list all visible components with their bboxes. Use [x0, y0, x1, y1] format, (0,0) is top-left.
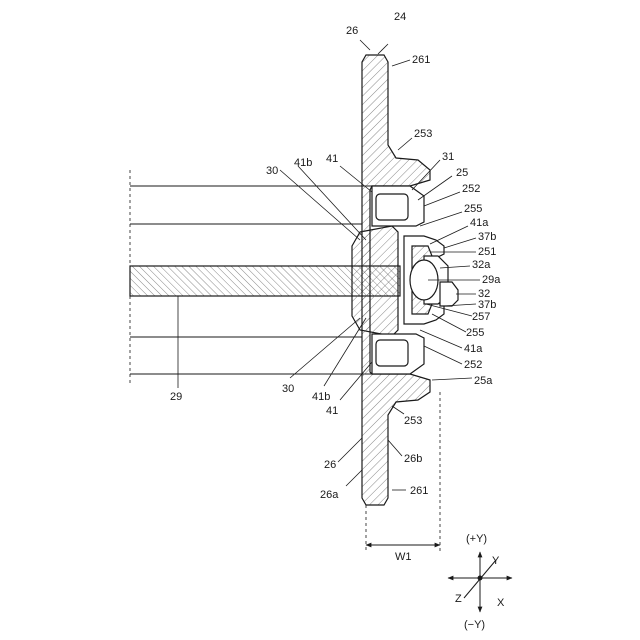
- axis-label-y: Y: [492, 555, 500, 567]
- label-25a: 25a: [474, 375, 493, 387]
- label-41a-top: 41a: [470, 217, 489, 229]
- fastener-head-32a: [440, 282, 458, 306]
- label-253-top: 253: [414, 128, 432, 140]
- label-252-top: 252: [462, 183, 480, 195]
- label-26a: 26a: [320, 489, 339, 501]
- label-29a: 29a: [482, 274, 501, 286]
- cap-41-top-inner: [376, 194, 408, 220]
- label-30-bottom: 30: [282, 383, 294, 395]
- label-30-top: 30: [266, 165, 278, 177]
- label-26b: 26b: [404, 453, 422, 465]
- cap-41-bottom-inner: [376, 340, 408, 366]
- axis-label-z: Z: [455, 593, 462, 605]
- label-41-top: 41: [326, 153, 338, 165]
- label-255-top: 255: [464, 203, 482, 215]
- label-261-top: 261: [412, 54, 430, 66]
- seal-30: [352, 226, 398, 336]
- axis-label-x: X: [497, 597, 505, 609]
- axis-label-minus-y: (−Y): [464, 619, 485, 631]
- label-41a-bottom: 41a: [464, 343, 483, 355]
- label-26-top: 26: [346, 25, 358, 37]
- label-41b-bottom: 41b: [312, 391, 330, 403]
- label-w1: W1: [395, 551, 412, 563]
- label-37b-top: 37b: [478, 231, 496, 243]
- label-251: 251: [478, 246, 496, 258]
- label-252-bottom: 252: [464, 359, 482, 371]
- label-25: 25: [456, 167, 468, 179]
- label-261-bottom: 261: [410, 485, 428, 497]
- label-255-bottom: 255: [466, 327, 484, 339]
- label-29: 29: [170, 391, 182, 403]
- label-37b-bottom: 37b: [478, 299, 496, 311]
- label-26-bottom: 26: [324, 459, 336, 471]
- label-31: 31: [442, 151, 454, 163]
- label-257: 257: [472, 311, 490, 323]
- label-32a: 32a: [472, 259, 491, 271]
- label-253-bottom: 253: [404, 415, 422, 427]
- axis-label-plus-y: (+Y): [466, 533, 487, 545]
- label-41b-top: 41b: [294, 157, 312, 169]
- label-24: 24: [394, 11, 406, 23]
- label-41-bottom: 41: [326, 405, 338, 417]
